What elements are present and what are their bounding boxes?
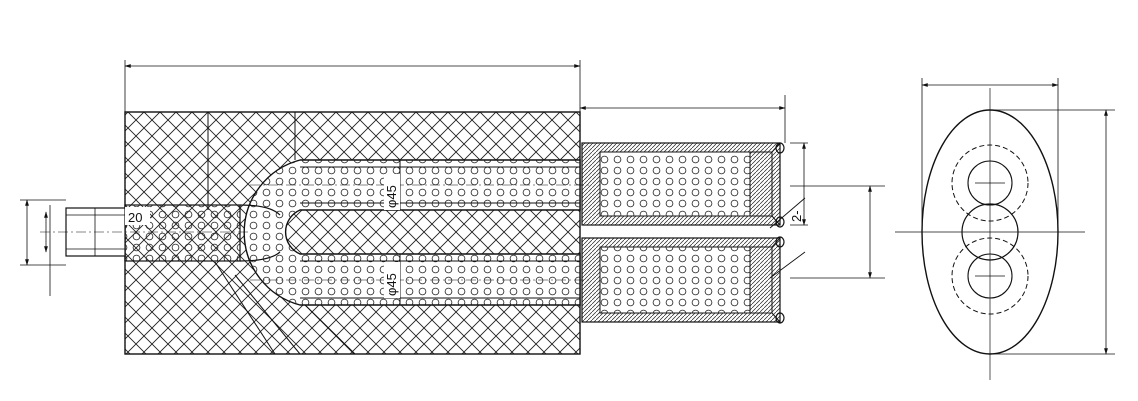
tailpipe-lower-perforation (600, 247, 750, 313)
section-line (214, 261, 276, 355)
tip-offset-label: 2- (789, 210, 804, 222)
tailpipe-lower-rim (775, 236, 785, 248)
tailpipe-lower-tip (750, 237, 781, 323)
u-pipe (243, 159, 590, 306)
end-view (895, 78, 1115, 380)
tip-angle-line (769, 251, 806, 279)
diameter-label-bg (384, 262, 400, 298)
inlet-length-label: 20 (128, 210, 142, 225)
section-line (234, 274, 301, 355)
tip-angle-line (769, 197, 806, 229)
tailpipes (581, 142, 806, 324)
tailpipe-upper-rim (775, 142, 785, 154)
diameter-label-bg (384, 174, 400, 210)
dimensions-side: 20 φ45 φ45 2- (20, 60, 885, 298)
tailpipe-lower-rim (775, 312, 785, 324)
inlet-length-box (125, 207, 150, 225)
pipe-diameter-upper-label: φ45 (384, 185, 399, 208)
section-line (299, 299, 356, 355)
pipe-diameter-lower-label: φ45 (384, 273, 399, 296)
tailpipe-upper-rim (775, 216, 785, 228)
u-pipe-perforation (244, 160, 581, 305)
tailpipe-upper-perforation (600, 152, 750, 216)
inlet-flare (239, 204, 281, 262)
